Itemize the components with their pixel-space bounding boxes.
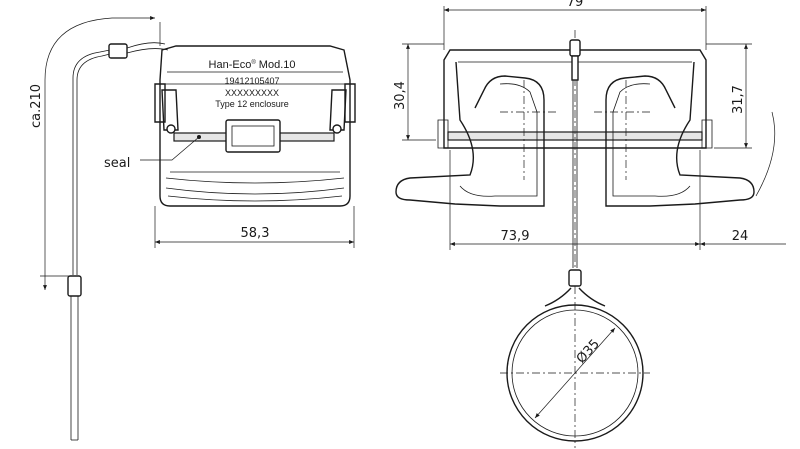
plate-enclosure-type: Type 12 enclosure — [215, 99, 289, 109]
height-left-label: 30,4 — [393, 81, 408, 110]
dimension-top-width: 79 — [443, 0, 707, 50]
dimension-height-left: 30,4 — [393, 43, 444, 141]
locking-lever-right — [329, 89, 347, 134]
side-view: Ø35 79 30,4 31,7 73,9 24 — [393, 0, 786, 448]
seal-cable — [67, 42, 169, 441]
dimension-cable-length: ca.210 — [29, 16, 161, 290]
cable-length-label: ca.210 — [29, 84, 44, 128]
registered-mark: ® — [251, 59, 256, 66]
plate-part-number: 19412105407 — [224, 76, 279, 86]
plate-serial: XXXXXXXXX — [225, 88, 279, 98]
height-right-label: 31,7 — [731, 85, 746, 114]
latch-lever-left — [395, 61, 545, 207]
seal-label: seal — [104, 156, 130, 171]
svg-text:Han-Eco® Mod.10: Han-Eco® Mod.10 — [209, 59, 296, 71]
latch-lever-right — [605, 61, 755, 207]
label-plate: Han-Eco® Mod.10 19412105407 XXXXXXXXX Ty… — [209, 59, 296, 109]
seal-callout: seal — [104, 136, 200, 171]
front-view: Han-Eco® Mod.10 19412105407 XXXXXXXXX Ty… — [29, 16, 356, 441]
body-width-label: 73,9 — [501, 229, 530, 244]
dimension-front-width: 58,3 — [154, 206, 355, 248]
locking-lever-left — [161, 89, 179, 134]
front-width-label: 58,3 — [241, 226, 270, 241]
dimension-overhang: 24 — [700, 111, 786, 246]
dimension-body-width: 73,9 — [449, 150, 701, 250]
housing-front — [154, 45, 356, 207]
seal-bar — [173, 119, 335, 153]
ring-diameter-label: Ø35 — [574, 337, 603, 367]
overhang-label: 24 — [732, 229, 749, 244]
plate-product-name: Han-Eco — [209, 59, 252, 71]
top-width-label: 79 — [567, 0, 584, 10]
seal-wire-ring — [500, 39, 650, 442]
dimension-height-right: 31,7 — [706, 43, 752, 149]
plate-product-model: Mod.10 — [256, 59, 296, 71]
